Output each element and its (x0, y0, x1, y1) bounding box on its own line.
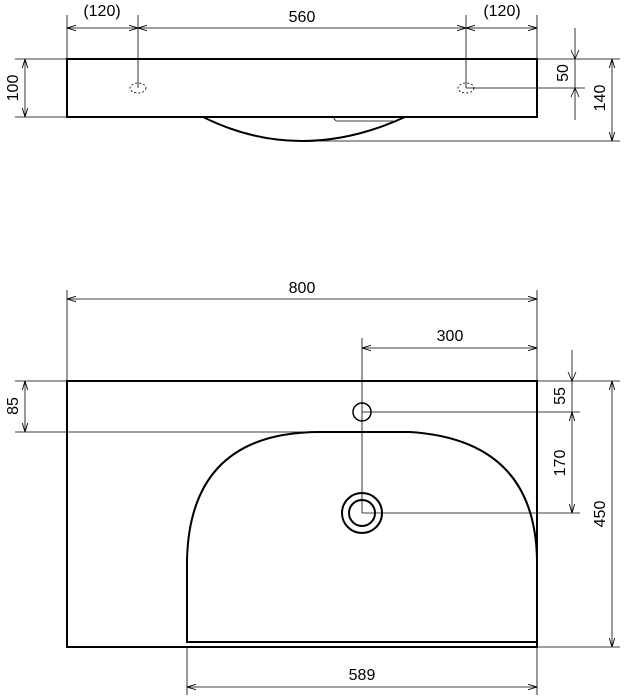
label-left-offset: (120) (83, 3, 120, 20)
label-tap-hole: 55 (552, 387, 569, 405)
label-total-height: 140 (592, 85, 609, 112)
label-width: 800 (289, 280, 316, 297)
bowl-outline (186, 431, 538, 643)
plan-view: 800 300 85 55 170 450 589 (5, 280, 620, 695)
label-bowl-edge: 85 (5, 397, 22, 415)
extension-lines (15, 15, 620, 142)
dim-arrows-hole-height (570, 49, 580, 98)
side-view: (120) 560 (120) 100 50 140 (5, 3, 620, 142)
label-thickness: 100 (5, 75, 22, 102)
label-tap-offset: 300 (437, 328, 464, 345)
label-hole-spacing: 560 (289, 9, 316, 26)
basin-top-outline (66, 380, 538, 648)
label-drain-offset: 170 (552, 450, 569, 477)
label-bowl-width: 589 (349, 667, 376, 684)
label-right-offset: (120) (483, 3, 520, 20)
extension-lines (15, 290, 620, 695)
label-depth: 450 (592, 501, 609, 528)
mounting-hole-left (129, 82, 147, 94)
dim-arrow-tap-hole (567, 371, 577, 382)
label-hole-height: 50 (555, 64, 572, 82)
overflow-slot (332, 116, 393, 122)
